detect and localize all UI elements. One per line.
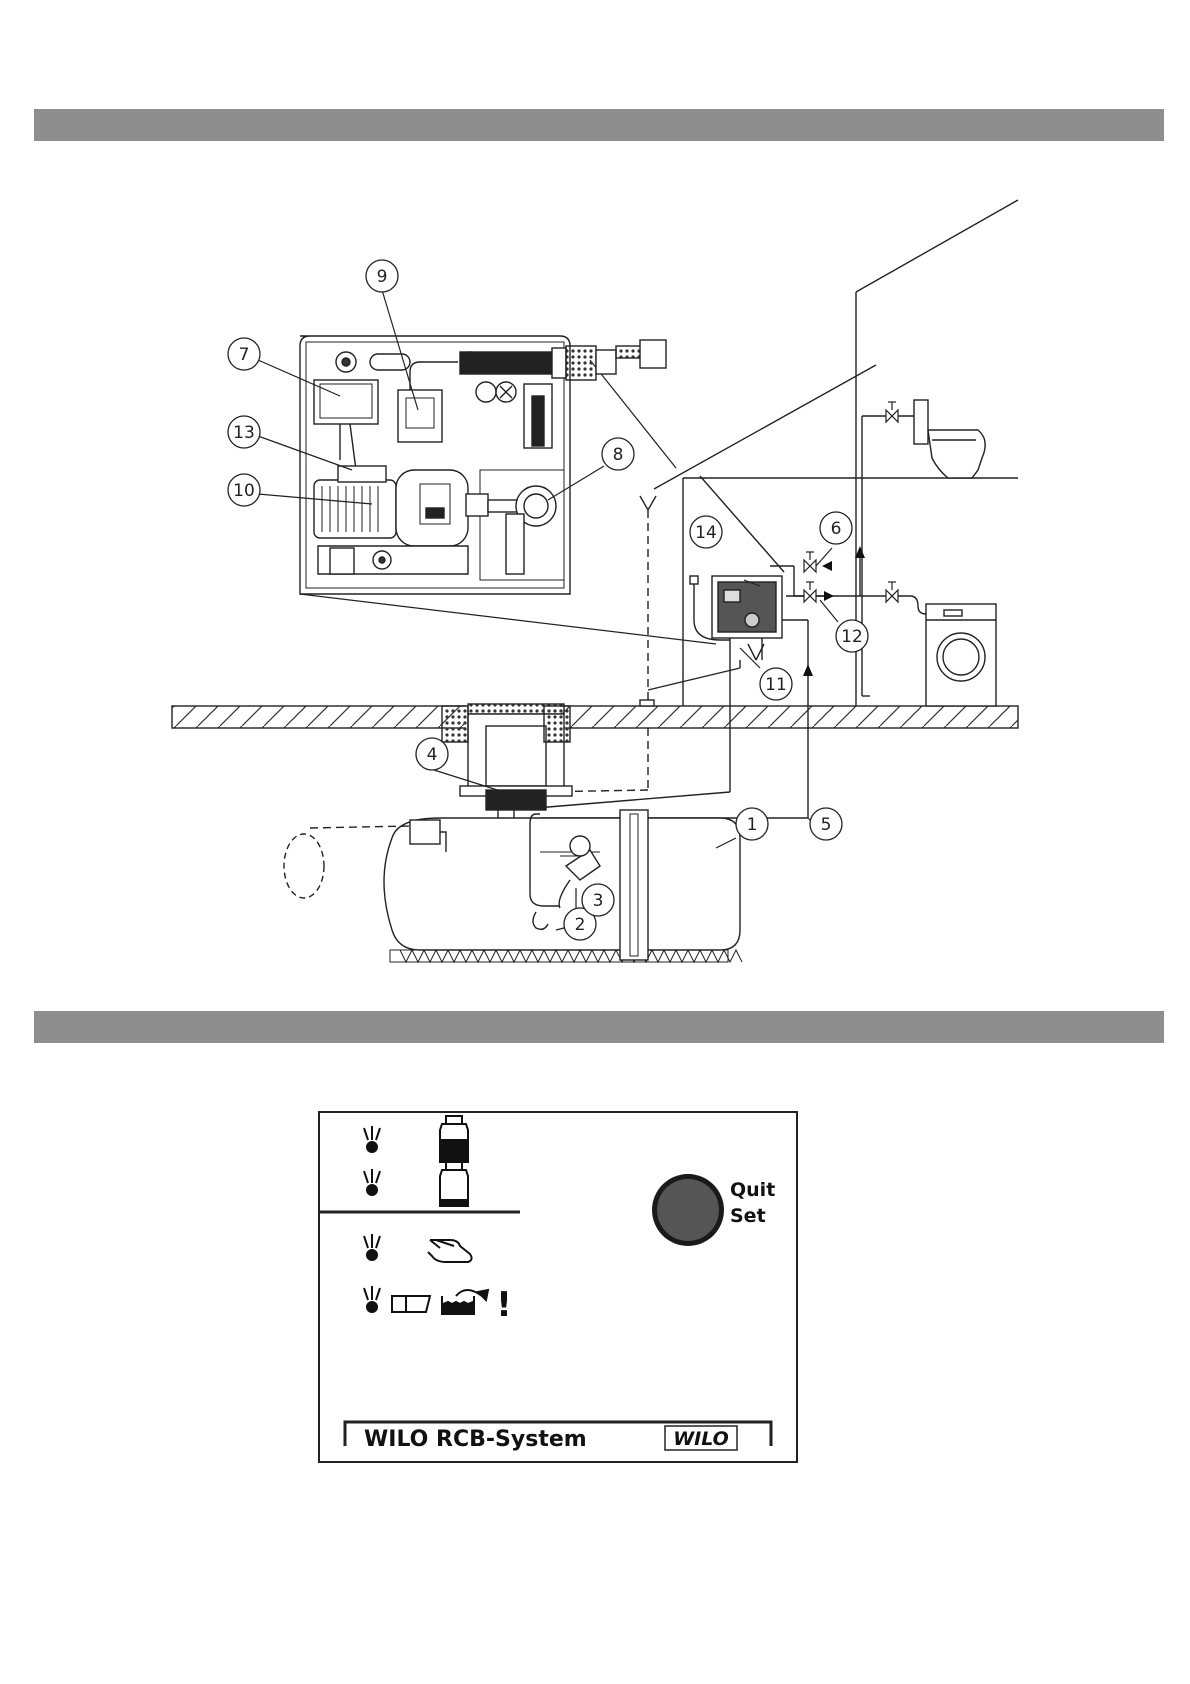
- svg-text:12: 12: [841, 627, 863, 647]
- svg-text:13: 13: [233, 423, 255, 443]
- svg-text:4: 4: [427, 745, 438, 765]
- callout-3: 3: [582, 884, 614, 916]
- set-label: Set: [730, 1205, 766, 1227]
- svg-text:14: 14: [695, 523, 717, 543]
- svg-text:3: 3: [593, 891, 604, 911]
- wilo-logo: WILO: [665, 1426, 737, 1450]
- callout-7: 7: [228, 338, 260, 370]
- quit-label: Quit: [730, 1179, 775, 1201]
- callout-12: 12: [836, 620, 868, 652]
- callout-6: 6: [820, 512, 852, 544]
- system-title: WILO RCB-System: [364, 1427, 587, 1452]
- callout-14: 14: [690, 516, 722, 548]
- svg-text:7: 7: [239, 345, 250, 365]
- control-panel: [319, 1112, 797, 1462]
- callout-1: 1: [736, 808, 768, 840]
- callout-4: 4: [416, 738, 448, 770]
- underground-tank: [284, 810, 742, 962]
- washing-machine: [926, 604, 996, 706]
- wall-unit: [690, 576, 782, 660]
- svg-text:2: 2: [575, 915, 586, 935]
- quit-set-button[interactable]: [652, 1174, 724, 1246]
- callout-8: 8: [602, 438, 634, 470]
- svg-text:10: 10: [233, 481, 255, 501]
- callout-5: 5: [810, 808, 842, 840]
- svg-text:8: 8: [613, 445, 624, 465]
- svg-text:5: 5: [821, 815, 832, 835]
- exclamation-icon: !: [496, 1285, 512, 1325]
- callout-13: 13: [228, 416, 260, 448]
- toilet: [914, 400, 985, 478]
- svg-text:WILO: WILO: [673, 1428, 729, 1450]
- svg-text:6: 6: [831, 519, 842, 539]
- callout-11: 11: [760, 668, 792, 700]
- floor-slab: [172, 704, 1018, 730]
- callout-10: 10: [228, 474, 260, 506]
- detail-leader-line: [300, 594, 716, 644]
- svg-text:11: 11: [765, 675, 787, 695]
- valve-group: [804, 402, 898, 602]
- svg-text:1: 1: [747, 815, 758, 835]
- callout-9: 9: [366, 260, 398, 292]
- svg-text:9: 9: [377, 267, 388, 287]
